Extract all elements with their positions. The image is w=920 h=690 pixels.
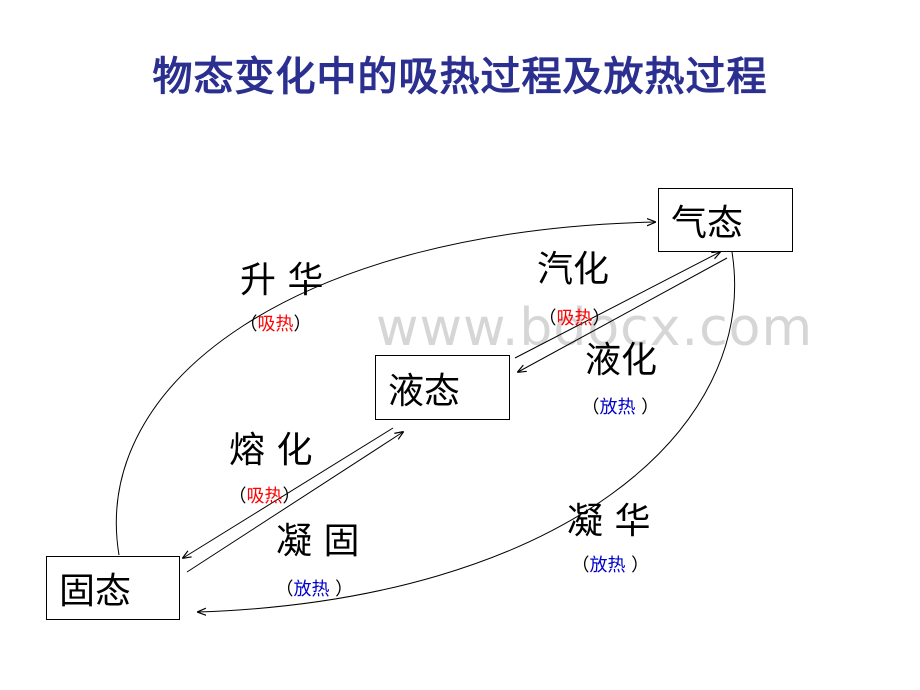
liquid-state-box: 液态 (375, 355, 510, 420)
liquefaction-heat-note: （放热 ） (581, 397, 660, 418)
vaporization-label: 汽化 (537, 249, 610, 290)
liquid-state-label: 液态 (388, 370, 461, 412)
melting-arrow (186, 432, 403, 573)
deposition-heat-note: （放热 ） (571, 555, 650, 576)
absorb-heat-text: 吸热 (257, 314, 294, 335)
watermark: www.bdocx.com (376, 298, 814, 358)
melting-label: 熔 化 (229, 430, 313, 471)
solid-state-label: 固态 (59, 571, 132, 612)
liquefaction-label: 液化 (585, 340, 658, 381)
deposition-label: 凝 华 (567, 501, 651, 542)
absorb-heat-text: 吸热 (556, 308, 593, 329)
gas-state-label: 气态 (671, 203, 744, 244)
melting-heat-note: （吸热） (228, 486, 301, 507)
solidification-arrow (183, 427, 394, 558)
solid-state-box: 固态 (46, 556, 180, 620)
deposition-arrow (198, 251, 736, 612)
solidification-heat-note: （放热 ） (275, 579, 354, 600)
sublimation-arrow (115, 222, 655, 556)
vaporization-arrow (514, 252, 720, 359)
sublimation-label: 升 华 (240, 260, 324, 301)
vaporization-heat-note: （吸热） (538, 308, 611, 329)
release-heat-text: 放热 (589, 555, 626, 576)
solidification-label: 凝 固 (276, 521, 360, 562)
release-heat-text: 放热 (293, 579, 330, 600)
gas-state-box: 气态 (658, 188, 793, 252)
absorb-heat-text: 吸热 (246, 486, 283, 507)
page-title: 物态变化中的吸热过程及放热过程 (152, 54, 768, 100)
sublimation-heat-note: （吸热） (239, 314, 312, 335)
liquefaction-arrow (518, 257, 728, 372)
release-heat-text: 放热 (599, 397, 636, 418)
